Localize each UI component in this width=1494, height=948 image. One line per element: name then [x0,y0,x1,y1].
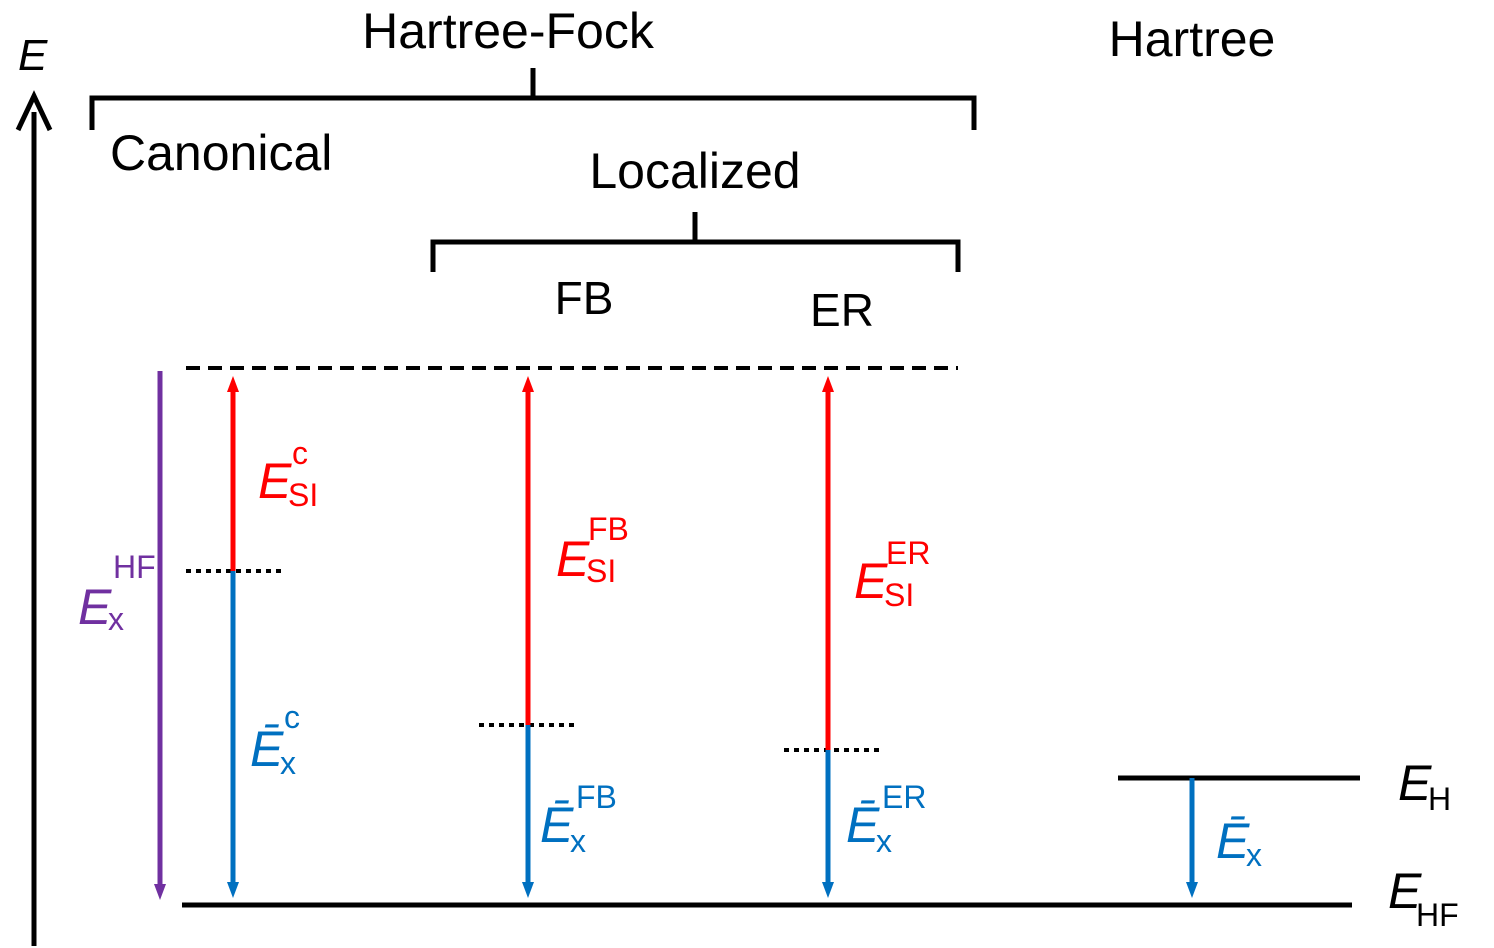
esi-fb-label: E FB SI [556,511,629,589]
localized-label: Localized [589,143,800,199]
svg-text:ER: ER [882,779,926,815]
ex-c-label: Ē c x [250,699,300,781]
svg-text:Ē: Ē [846,797,880,853]
svg-text:SI: SI [288,477,318,513]
fb-label: FB [555,272,614,324]
svg-text:H: H [1428,781,1451,817]
svg-text:HF: HF [113,549,156,585]
svg-text:E: E [78,579,112,635]
svg-text:x: x [108,601,124,637]
svg-text:x: x [570,823,586,859]
svg-text:FB: FB [588,511,629,547]
svg-text:c: c [284,699,300,735]
svg-text:Ē: Ē [1216,813,1250,869]
eh-label: E H [1398,755,1451,817]
localized-bracket [430,212,961,272]
svg-text:E: E [258,453,292,509]
axis-label: E [18,31,48,80]
svg-text:E: E [1388,863,1422,919]
canonical-label: Canonical [110,125,332,181]
svg-text:Ē: Ē [250,721,284,777]
svg-text:E: E [556,531,590,587]
ex-h-label: Ē x [1216,813,1262,873]
svg-text:Ē: Ē [540,797,574,853]
svg-text:SI: SI [586,553,616,589]
ex-er-label: Ē ER x [846,779,926,859]
esi-er-label: E ER SI [854,535,930,613]
svg-text:SI: SI [884,577,914,613]
svg-text:HF: HF [1416,897,1459,933]
svg-text:x: x [876,823,892,859]
ex-hf-label: E HF x [78,549,156,637]
svg-text:ER: ER [886,535,930,571]
ehf-label: E HF [1388,863,1459,933]
svg-text:x: x [280,745,296,781]
svg-text:x: x [1246,837,1262,873]
ex-fb-label: Ē FB x [540,779,617,859]
svg-text:c: c [292,435,308,471]
energy-axis-arrowhead [15,90,53,132]
svg-text:FB: FB [576,779,617,815]
hartree-fock-label: Hartree-Fock [362,3,655,59]
hartree-label: Hartree [1109,11,1276,67]
svg-text:E: E [1398,755,1432,811]
hartree-fock-bracket [89,68,977,130]
er-label: ER [810,284,874,336]
esi-c-label: E c SI [258,435,318,513]
svg-text:E: E [854,553,888,609]
